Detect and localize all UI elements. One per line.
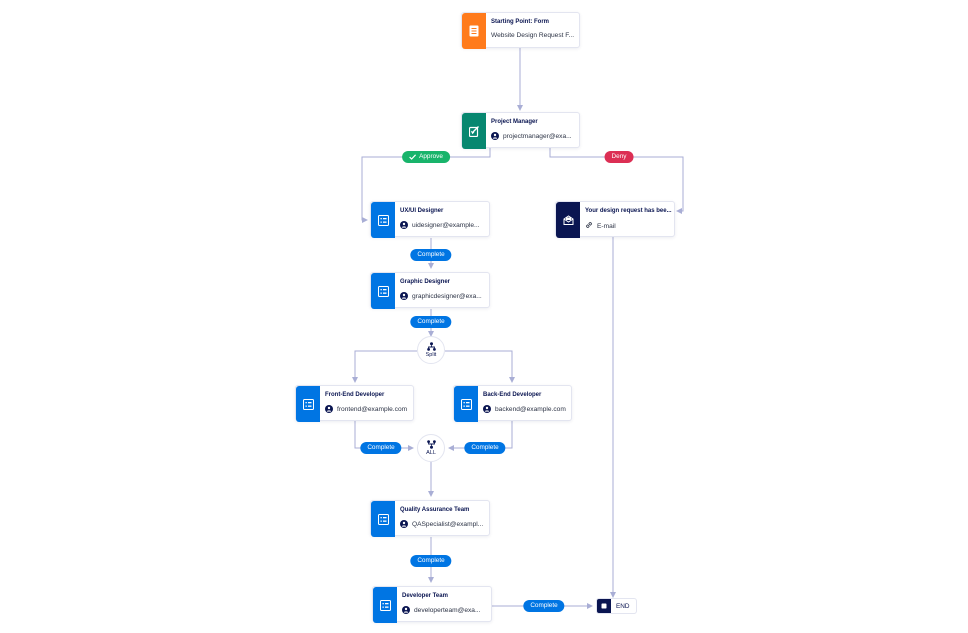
merge-icon [426,440,436,449]
connector-pm-email [549,148,684,214]
node-project-manager[interactable]: Project Manager projectmanager@exa... [461,112,580,149]
approve-label[interactable]: Approve [402,151,450,163]
user-icon [400,221,408,229]
complete-label-frontend[interactable]: Complete [360,442,402,454]
user-icon [400,520,408,528]
user-icon [402,606,410,614]
approval-icon [462,113,486,149]
check-icon [409,154,417,160]
complete-label-graphic[interactable]: Complete [410,316,452,328]
node-title: Developer Team [402,593,448,599]
node-subtitle: uidesigner@example... [400,221,480,229]
deny-label[interactable]: Deny [604,151,634,163]
node-title: Back-End Developer [483,392,542,398]
complete-label-ux[interactable]: Complete [410,249,452,261]
stop-icon [597,599,611,613]
link-icon [585,221,593,231]
connector-pm-ux [361,148,491,223]
node-back-end-developer[interactable]: Back-End Developer backend@example.com [453,385,572,422]
node-title: Starting Point: Form [491,19,549,25]
node-subtitle: Website Design Request F... [491,32,575,39]
end-node[interactable]: END [596,598,637,614]
node-title: Graphic Designer [400,279,451,285]
node-subtitle: backend@example.com [483,405,566,413]
user-icon [483,405,491,413]
task-icon [296,386,320,422]
node-subtitle: developerteam@exa... [402,606,480,614]
node-ux-ui-designer[interactable]: UX/UI Designer uidesigner@example... [370,201,490,238]
user-icon [400,292,408,300]
connector-split-frontend [352,350,417,383]
all-gate[interactable]: ALL [417,434,445,462]
end-label: END [616,602,630,610]
task-icon [371,273,395,309]
node-title: Project Manager [491,119,538,125]
node-starting-point-form[interactable]: Starting Point: Form Website Design Requ… [461,12,580,49]
task-icon [371,202,395,238]
split-label: Split [425,352,437,358]
node-title: Front-End Developer [325,392,385,398]
complete-label-backend[interactable]: Complete [464,442,506,454]
email-icon [556,202,580,238]
node-email-notification[interactable]: Your design request has bee... E-mail [555,201,675,238]
node-subtitle: E-mail [585,221,616,231]
task-icon [371,501,395,537]
complete-label-qa[interactable]: Complete [410,555,452,567]
task-icon [373,587,397,623]
node-quality-assurance-team[interactable]: Quality Assurance Team QASpecialist@exam… [370,500,490,537]
node-front-end-developer[interactable]: Front-End Developer frontend@example.com [295,385,414,422]
complete-label-dev[interactable]: Complete [523,600,565,612]
split-icon [426,342,436,351]
all-label: ALL [426,450,436,456]
node-subtitle: graphicdesigner@exa... [400,292,482,300]
form-icon [462,13,486,49]
node-graphic-designer[interactable]: Graphic Designer graphicdesigner@exa... [370,272,490,309]
split-gate[interactable]: Split [417,336,445,364]
node-title: Quality Assurance Team [400,507,470,513]
node-subtitle: frontend@example.com [325,405,407,413]
task-icon [454,386,478,422]
user-icon [491,132,499,140]
node-subtitle: projectmanager@exa... [491,132,572,140]
node-title: UX/UI Designer [400,208,444,214]
node-subtitle: QASpecialist@exampl... [400,520,483,528]
node-title: Your design request has bee... [585,208,672,214]
node-developer-team[interactable]: Developer Team developerteam@exa... [372,586,492,623]
user-icon [325,405,333,413]
connector-split-backend [445,350,515,383]
